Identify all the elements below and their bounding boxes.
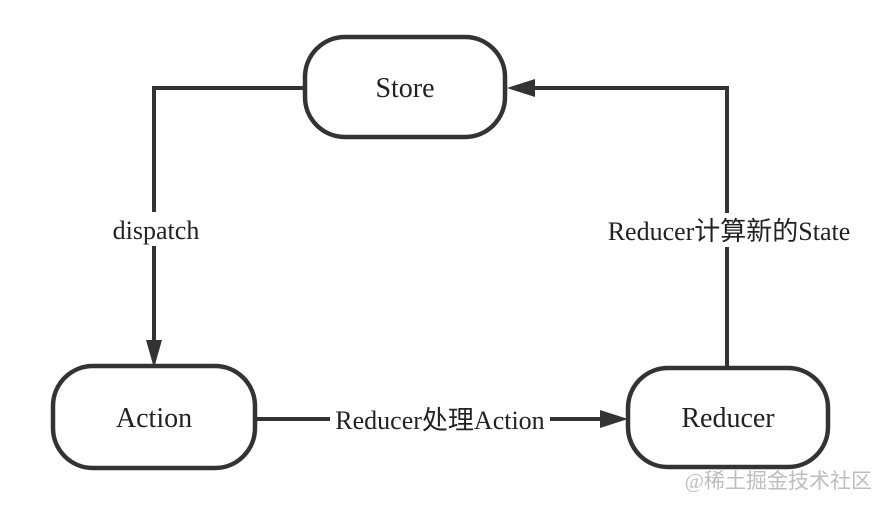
watermark-text: @稀土掘金技术社区: [685, 469, 872, 493]
arrowhead-right-icon: [600, 410, 628, 428]
edge-label-dispatch: dispatch: [113, 216, 200, 245]
edge-label-bg-compute: [606, 213, 852, 247]
node-store: [302, 34, 508, 140]
node-label-action: Action: [116, 403, 192, 434]
arrowhead-down-icon: [146, 340, 162, 368]
node-label-store: Store: [375, 73, 434, 104]
edge-store-to-action: [152, 86, 305, 342]
edge-label-handle: Reducer处理Action: [335, 406, 544, 435]
node-reducer: [625, 365, 831, 470]
edge-label-bg-handle: [330, 403, 550, 437]
node-label-reducer: Reducer: [681, 403, 775, 434]
edge-label-compute: Reducer计算新的State: [608, 217, 851, 246]
node-action: [50, 363, 258, 471]
arrowhead-left-icon: [507, 79, 535, 97]
edge-label-bg-dispatch: [108, 212, 204, 246]
edge-reducer-to-store: [533, 86, 729, 368]
